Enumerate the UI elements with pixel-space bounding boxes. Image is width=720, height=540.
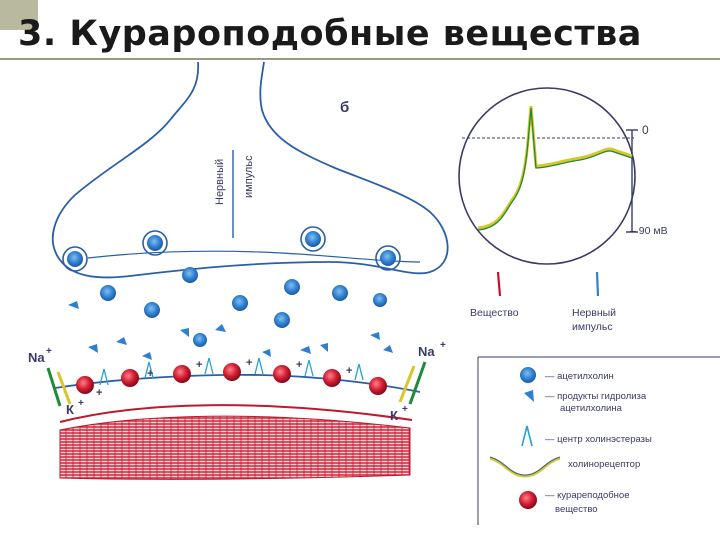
ion-k-right-charge: + [402,404,408,415]
acetylcholine-molecule [284,279,300,295]
curare-molecule [323,369,341,387]
charge-plus: + [196,359,202,371]
vesicle-acetylcholine [67,251,83,267]
curare-molecule [76,376,94,394]
marker-substance [498,272,500,296]
muscle-fibre [60,416,410,479]
acetylcholine-molecule [373,293,387,307]
cholinesterase-centre [255,358,263,374]
hydrolysis-products-icon [524,390,534,402]
hydrolysis-fragment [320,343,328,352]
acetylcholine-molecule [193,333,207,347]
ion-left: Na + К + [28,346,84,417]
legend-hydrolysis-1: — продукты гидролиза [545,391,647,402]
curare-molecule [273,365,291,383]
cholinoreceptor-icon-line [490,457,560,475]
ion-na-left-charge: + [46,346,52,357]
ion-k-left-charge: + [78,398,84,409]
charge-plus: + [147,368,153,380]
charge-plus: + [296,359,302,371]
acetylcholine-molecule [332,285,348,301]
hydrolysis-fragment [262,349,271,357]
acetylcholine-molecule [100,285,116,301]
hydrolysis-fragment [215,324,226,332]
legend-cholinoreceptor: холинорецептор [568,459,640,470]
curare-molecule [369,377,387,395]
curare-molecules [76,363,387,395]
ion-na-right-charge: + [440,340,446,351]
ion-na-left: Na [28,350,45,365]
hydrolysis-fragment [68,301,79,309]
acetylcholine-molecule [144,302,160,318]
hydrolysis-fragments [68,301,393,360]
ion-k-right: К [390,408,398,423]
marker-substance-label: Вещество [470,307,519,319]
legend-curare-1: — курареподобное [545,490,629,501]
cholinesterase-centre [205,358,213,374]
cholinesterase-icon [522,426,532,446]
charge-plus: + [346,365,352,377]
ion-k-left: К [66,402,74,417]
hydrolysis-fragment [88,344,98,353]
hydrolysis-fragment [370,332,380,340]
ion-right: Na + К + [390,340,446,423]
curare-molecule [223,363,241,381]
hydrolysis-fragment [142,352,152,360]
acetylcholine-molecule [232,295,248,311]
curare-substance-icon [519,491,537,509]
panel-letter: б [340,99,349,116]
legend-cholinesterase: — центр холинэстеразы [545,434,652,445]
ion-na-right: Na [418,344,435,359]
mv-label: – 90 мВ [630,225,668,237]
hydrolysis-fragment [383,345,393,353]
vesicle-acetylcholine [305,231,321,247]
cholinoreceptor-icon [490,458,560,476]
acetylcholine-molecules [100,267,387,347]
legend: — ацетилхолин — продукты гидролиза ацети… [478,357,720,525]
hydrolysis-fragment [116,337,127,345]
acetylcholine-icon [520,367,536,383]
vesicle-acetylcholine [380,250,396,266]
charge-plus: + [96,387,102,399]
curare-molecule [173,365,191,383]
legend-acetylcholine: — ацетилхолин [545,371,614,382]
nerve-terminal-inner-line [88,251,420,262]
oscillogram: 0 – 90 мВ Вещество Нервный импульс [459,88,668,333]
hydrolysis-fragment [300,346,311,354]
vesicle-acetylcholine [147,235,163,251]
vesicle-group [63,227,400,271]
charge-plus: + [246,357,252,369]
marker-nerve-label-2: импульс [572,321,613,333]
cholinesterase-centre [355,364,363,380]
legend-curare-2: вещество [555,504,598,515]
zero-label: 0 [642,123,649,137]
acetylcholine-molecule [274,312,290,328]
legend-hydrolysis-2: ацетилхолина [560,403,623,414]
marker-nerve-label-1: Нервный [572,307,616,319]
cholinesterase-centre [305,360,313,376]
acetylcholine-molecule [182,267,198,283]
oscillogram-circle [459,88,635,264]
curare-molecule [121,369,139,387]
nerve-impulse-vertical-text-2: импульс [243,155,255,198]
marker-nerve-impulse [597,272,598,296]
nerve-impulse-vertical-text-1: Нервный [214,159,226,205]
hydrolysis-fragment [180,328,189,337]
